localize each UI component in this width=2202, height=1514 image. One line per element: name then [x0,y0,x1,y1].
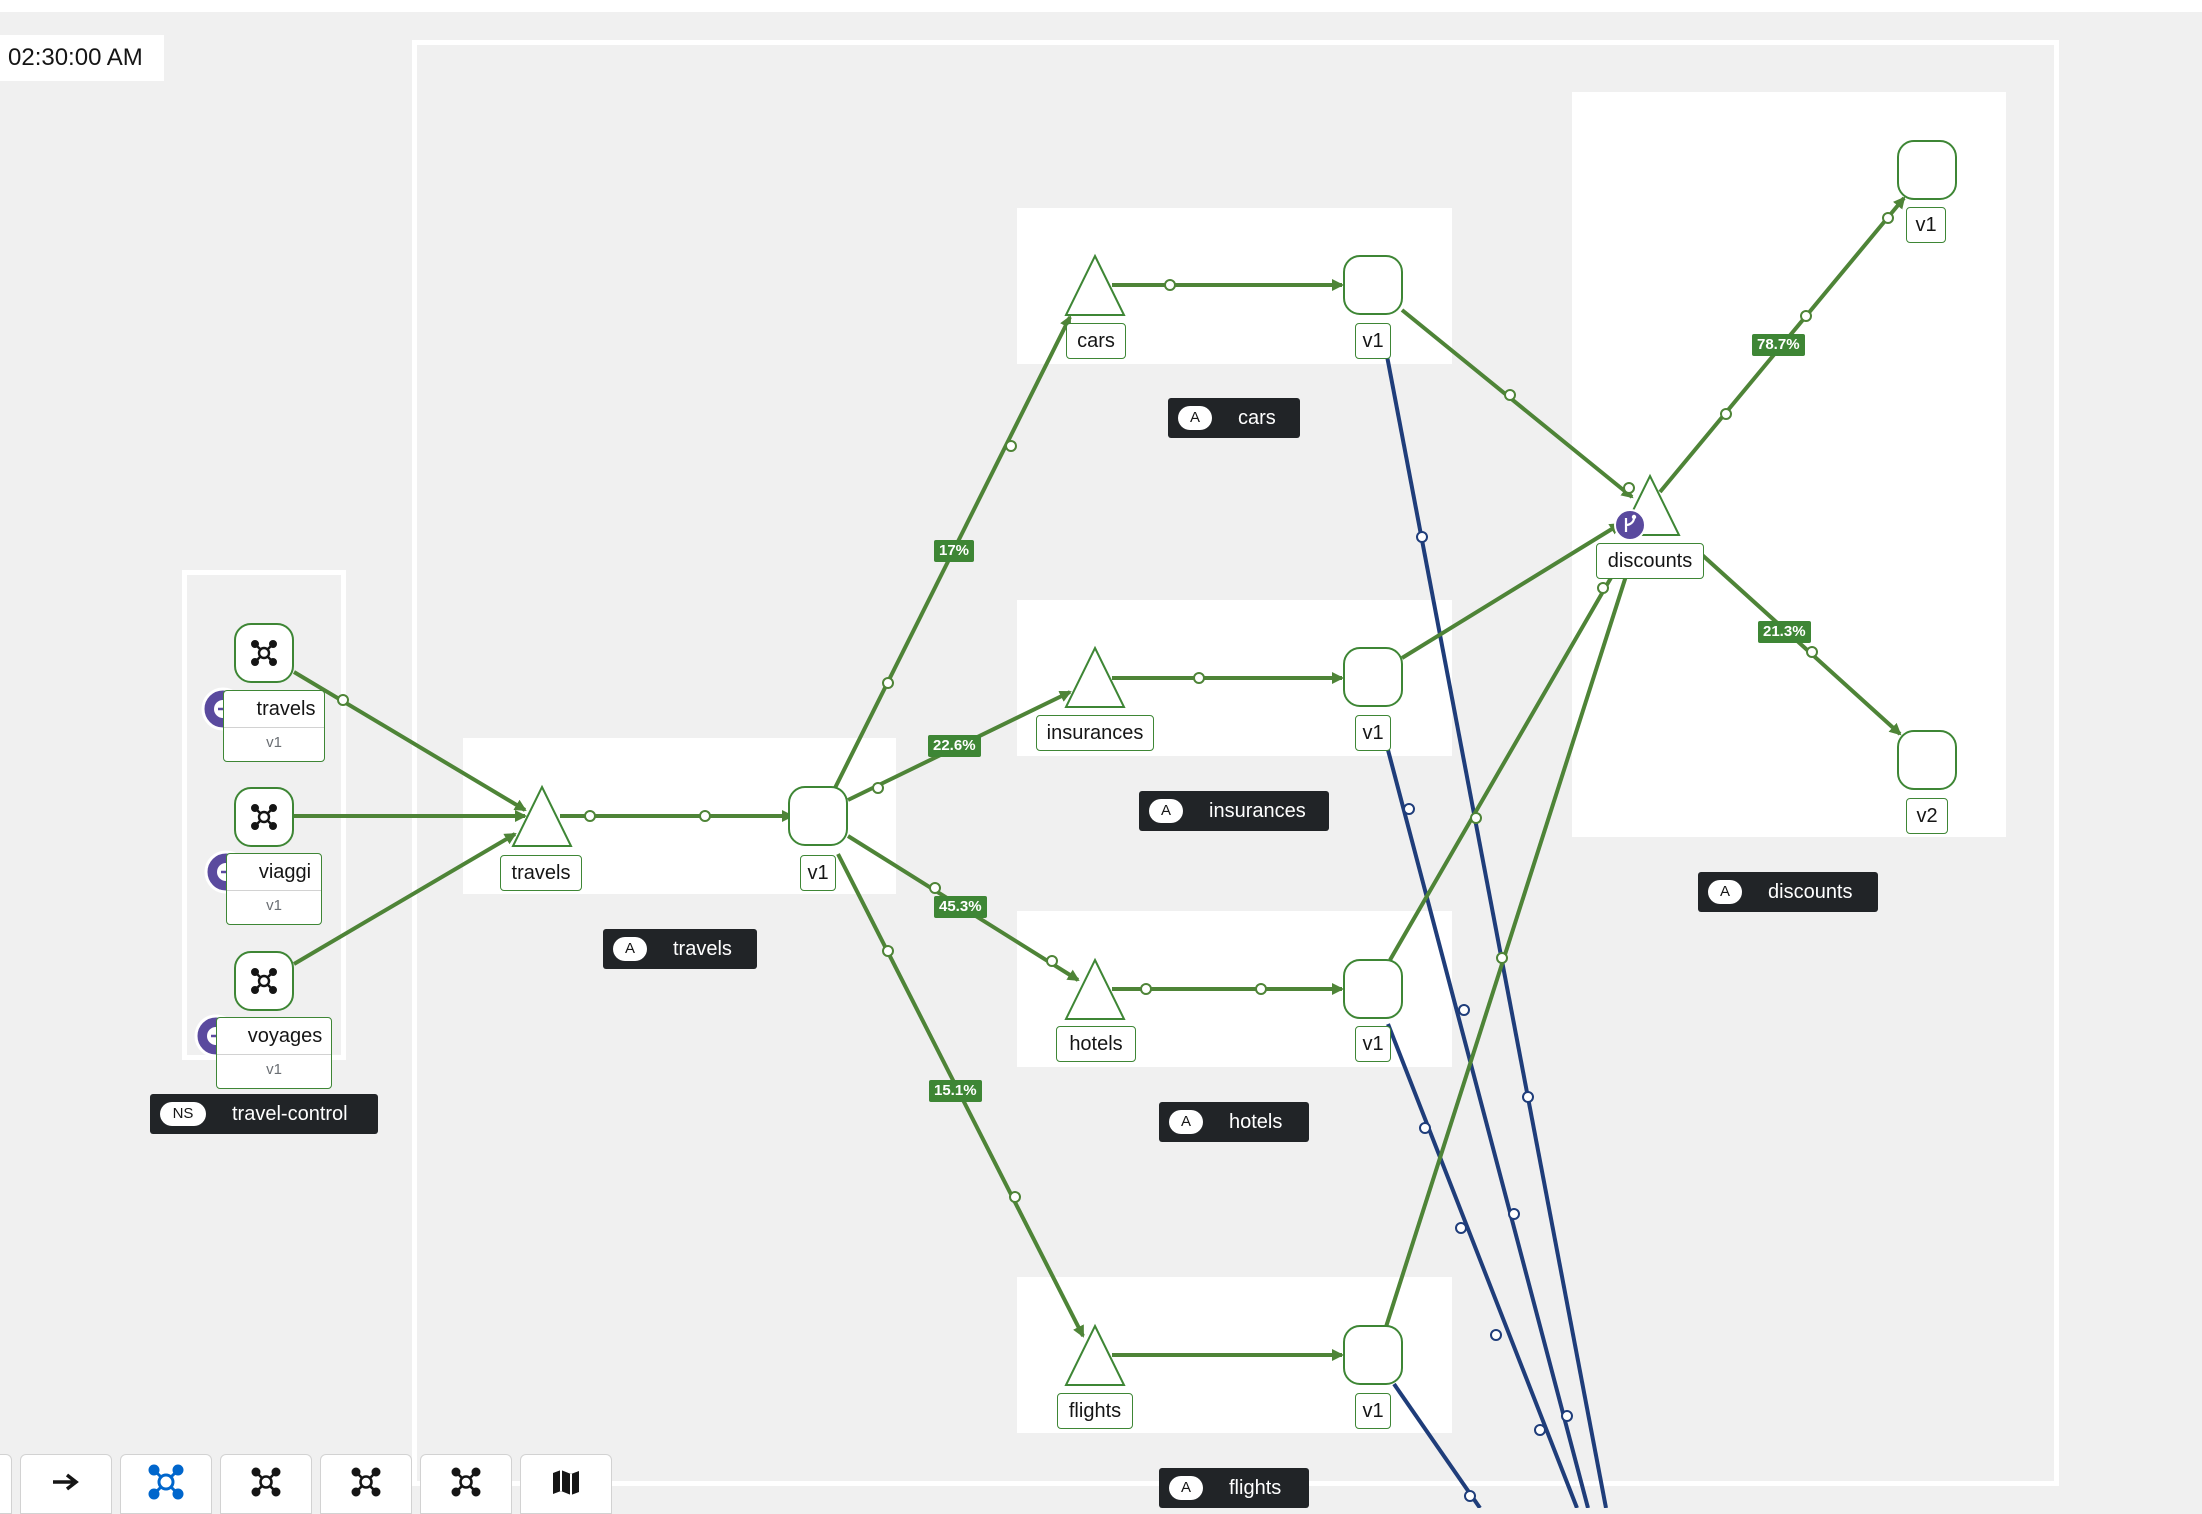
edge-hotels-to-discounts[interactable] [1388,574,1614,962]
workload-label-cars-v1: v1 [1355,323,1391,359]
edge-flights-to-discounts[interactable] [1383,575,1628,1331]
app-badge-pill: A [613,937,647,961]
replay-clock: 02:30:00 AM [0,35,164,81]
service-node-flights[interactable] [1064,1323,1126,1386]
app-badge-label: insurances [1209,800,1306,822]
workload-label-travels-v1: v1 [800,855,836,891]
topology-icon [451,1467,481,1497]
service-label-insurances: insurances [1036,715,1154,751]
edge-label-discounts-v2: 21.3% [1758,621,1811,643]
edge-label-discounts-v1: 78.7% [1752,334,1805,356]
source-app-name: travels [224,691,324,728]
workload-node-flights-v1[interactable] [1343,1325,1403,1385]
toolbar-layout-button-2[interactable] [320,1454,412,1514]
workload-label-discounts-v1: v1 [1906,207,1946,243]
app-badge-insurances[interactable]: A insurances [1139,791,1329,831]
edge-label-flights: 15.1% [929,1080,982,1102]
app-badge-pill: A [1149,799,1183,823]
edge-label-cars: 17% [934,540,975,562]
map-icon [553,1470,579,1495]
app-badge-flights[interactable]: A flights [1159,1468,1309,1508]
workload-label-insurances-v1: v1 [1355,715,1391,751]
tcp-edges [1385,355,1608,1508]
workload-node-travels-v1[interactable] [788,786,848,846]
edge-cars-to-discounts[interactable] [1400,308,1634,499]
source-label-travels: travels v1 [223,690,325,762]
workload-node-cars-v1[interactable] [1343,255,1403,315]
service-label-flights: flights [1057,1393,1133,1429]
workload-node-insurances-v1[interactable] [1343,647,1403,707]
toolbar-partial-button[interactable] [0,1454,12,1514]
workload-node-discounts-v2[interactable] [1897,730,1957,790]
edge-cars-db[interactable] [1385,355,1608,1508]
toolbar-layout-button-selected[interactable] [120,1454,212,1514]
edge-insurances-db[interactable] [1386,749,1590,1508]
source-label-viaggi: viaggi v1 [226,853,322,925]
app-badge-label: cars [1238,407,1276,429]
graph-toolbar [0,1454,620,1514]
edge-travels-src-to-svc[interactable] [292,670,527,812]
workload-node-discounts-v1[interactable] [1897,140,1957,200]
app-badge-pill: A [1169,1110,1203,1134]
namespace-badge-pill: NS [160,1102,206,1126]
service-label-discounts: discounts [1596,543,1704,579]
virtual-service-icon [1614,509,1646,541]
source-version: v1 [266,897,282,914]
app-badge-label: flights [1229,1477,1282,1499]
edge-flights-db[interactable] [1392,1382,1482,1508]
edge-label-insurances: 22.6% [928,735,981,757]
service-label-hotels: hotels [1056,1026,1136,1062]
workload-node-hotels-v1[interactable] [1343,959,1403,1019]
app-badge-label: hotels [1229,1111,1283,1133]
toolbar-layout-button-1[interactable] [220,1454,312,1514]
app-badge-travels[interactable]: A travels [603,929,757,969]
edge-label-hotels: 45.3% [934,896,987,918]
namespace-badge-label: travel-control [232,1103,348,1125]
edge-voyages-src-to-svc[interactable] [292,832,517,966]
app-badge-hotels[interactable]: A hotels [1159,1102,1309,1142]
app-badge-discounts[interactable]: A discounts [1698,872,1878,912]
topology-icon [351,1467,381,1497]
source-label-voyages: voyages v1 [216,1017,332,1089]
toolbar-arrow-button[interactable] [20,1454,112,1514]
app-badge-label: discounts [1768,881,1853,903]
workload-label-flights-v1: v1 [1355,1393,1391,1429]
service-node-cars[interactable] [1064,253,1126,316]
app-badge-pill: A [1178,406,1212,430]
app-badge-cars[interactable]: A cars [1168,398,1300,438]
topology-icon [250,639,277,994]
app-badge-label: travels [673,938,732,960]
app-badge-pill: A [1708,880,1742,904]
source-app-name: viaggi [227,854,321,891]
service-label-travels: travels [500,855,582,891]
namespace-badge-travel-control[interactable]: NS travel-control [150,1094,378,1134]
app-badge-pill: A [1169,1476,1203,1500]
source-version: v1 [266,734,282,751]
toolbar-layout-button-3[interactable] [420,1454,512,1514]
service-label-cars: cars [1066,323,1126,359]
toolbar-legend-button[interactable] [520,1454,612,1514]
edge-insurances-to-discounts[interactable] [1400,522,1622,660]
edge-hotels-db[interactable] [1386,1023,1579,1508]
topology-layout-icon [148,1464,184,1500]
service-node-travels[interactable] [511,784,573,847]
source-version: v1 [266,1061,282,1078]
edge-discounts-to-v2[interactable] [1698,551,1902,736]
service-node-hotels[interactable] [1064,957,1126,1020]
workload-label-hotels-v1: v1 [1355,1026,1391,1062]
top-bar [0,0,2202,12]
arrow-right-icon [53,1473,79,1491]
service-node-insurances[interactable] [1064,645,1126,708]
source-app-name: voyages [217,1018,331,1055]
topology-icon [251,1467,281,1497]
workload-label-discounts-v2: v2 [1906,798,1948,834]
